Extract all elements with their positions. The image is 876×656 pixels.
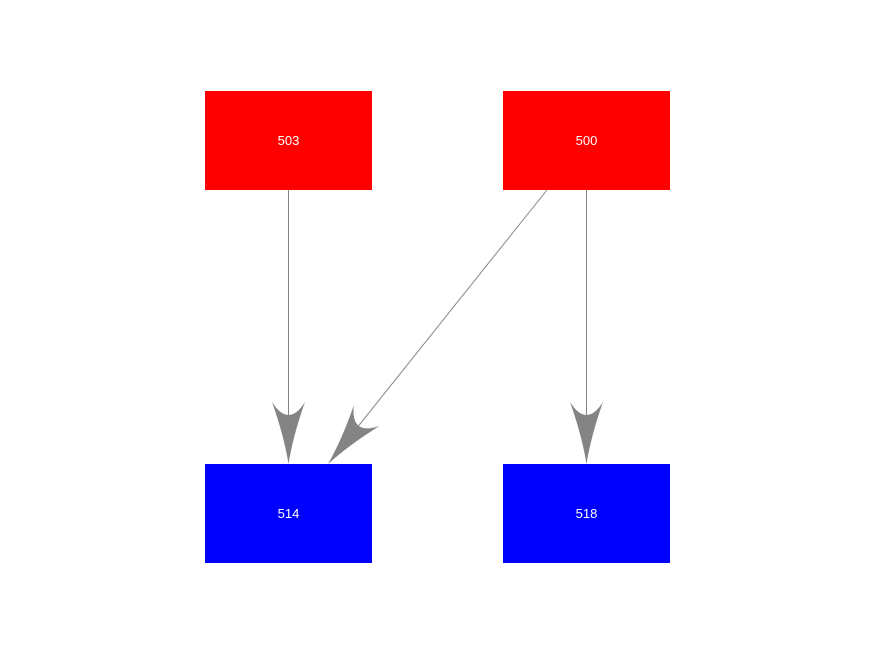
node-box-514 xyxy=(205,464,372,563)
edge-arrowhead-503-514 xyxy=(272,402,305,464)
edge-arrowhead-500-518 xyxy=(570,402,603,464)
node-box-518 xyxy=(503,464,670,563)
node-box-503 xyxy=(205,91,372,190)
node-label-514: 514 xyxy=(278,506,300,521)
node-label-503: 503 xyxy=(278,133,300,148)
node-box-500 xyxy=(503,91,670,190)
edge-line-500-514 xyxy=(358,189,548,427)
node-label-518: 518 xyxy=(576,506,598,521)
node-label-500: 500 xyxy=(576,133,598,148)
edge-arrowhead-500-514 xyxy=(328,405,380,464)
